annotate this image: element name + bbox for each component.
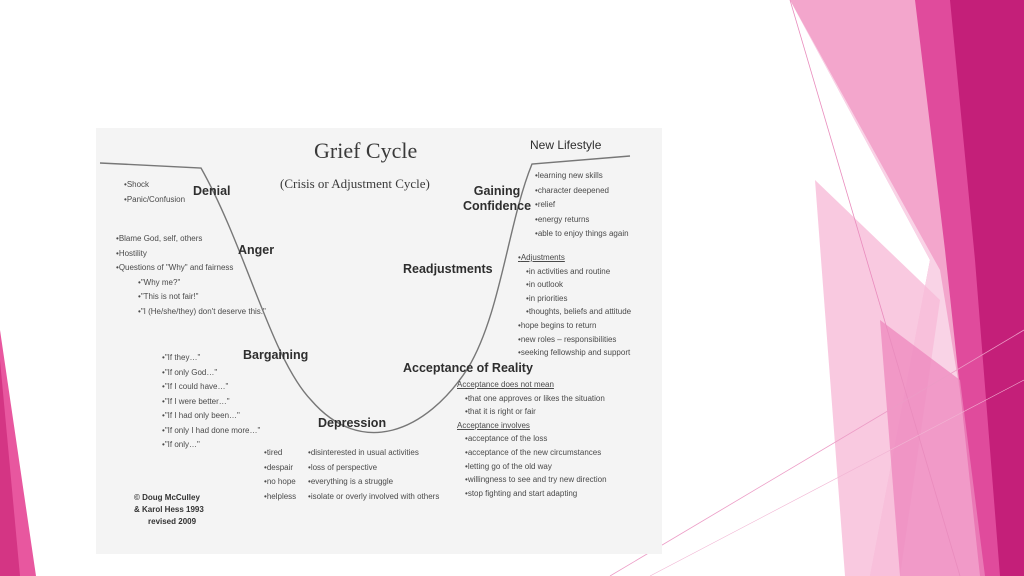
list-item: stop fighting and start adapting bbox=[457, 487, 607, 501]
list-item: in outlook bbox=[518, 278, 631, 292]
list-item: "This is not fair!" bbox=[116, 290, 266, 305]
list-item: seeking fellowship and support bbox=[518, 346, 631, 360]
list-item: "If I had only been…" bbox=[162, 409, 260, 424]
list-item: "If only I had done more…" bbox=[162, 424, 261, 439]
list-item: tired bbox=[264, 446, 296, 461]
list-item: letting go of the old way bbox=[457, 460, 607, 474]
list-item: Shock bbox=[124, 178, 185, 193]
bargaining-notes: "If they…" "If only God…" "If I could ha… bbox=[162, 351, 261, 453]
stage-new-lifestyle: New Lifestyle bbox=[530, 138, 602, 152]
list-item: acceptance of the new circumstances bbox=[457, 446, 607, 460]
list-item: that one approves or likes the situation bbox=[457, 392, 607, 406]
list-item: in priorities bbox=[518, 292, 631, 306]
list-item: "If only God…" bbox=[162, 366, 260, 381]
acceptance-involves: Acceptance involves bbox=[457, 420, 530, 430]
copyright-line: © Doug McCulley bbox=[134, 493, 200, 502]
list-item: able to enjoy things again bbox=[535, 227, 629, 242]
list-item: everything is a struggle bbox=[308, 475, 439, 490]
list-item: "If I were better…" bbox=[162, 395, 260, 410]
list-item: "Why me?" bbox=[116, 276, 266, 291]
list-item: character deepened bbox=[535, 184, 629, 199]
left-pink-stripe bbox=[0, 330, 36, 576]
list-item: Blame God, self, others bbox=[116, 232, 266, 247]
list-item: no hope bbox=[264, 475, 296, 490]
list-item: isolate or overly involved with others bbox=[308, 490, 440, 505]
list-item: relief bbox=[535, 198, 629, 213]
list-item: "If I could have…" bbox=[162, 380, 260, 395]
list-item: disinterested in usual activities bbox=[308, 446, 439, 461]
readjustment-notes: Adjustments in activities and routine in… bbox=[518, 251, 631, 360]
list-item: helpless bbox=[264, 490, 296, 505]
list-item: in activities and routine bbox=[518, 265, 631, 279]
list-item: "If only…" bbox=[162, 438, 260, 453]
depression-notes-right: disinterested in usual activities loss o… bbox=[308, 446, 440, 505]
acceptance-notes: Acceptance does not mean that one approv… bbox=[457, 378, 607, 500]
list-item: "If they…" bbox=[162, 351, 260, 366]
list-item: that it is right or fair bbox=[457, 405, 607, 419]
list-item: Panic/Confusion bbox=[124, 193, 185, 208]
stage-depression: Depression bbox=[318, 416, 387, 430]
list-item: loss of perspective bbox=[308, 461, 439, 476]
acceptance-does-not-mean: Acceptance does not mean bbox=[457, 380, 554, 389]
list-item: thoughts, beliefs and attitude bbox=[518, 305, 631, 319]
list-item: Hostility bbox=[116, 247, 266, 262]
list-item: despair bbox=[264, 461, 296, 476]
copyright-line: & Karol Hess 1993 bbox=[134, 505, 204, 514]
list-item: acceptance of the loss bbox=[457, 432, 607, 446]
stage-gaining-confidence: Gaining Confidence bbox=[462, 184, 532, 213]
list-item: learning new skills bbox=[535, 169, 629, 184]
stage-denial: Denial bbox=[193, 184, 231, 198]
anger-notes: Blame God, self, others Hostility Questi… bbox=[116, 232, 266, 319]
list-item: willingness to see and try new direction bbox=[457, 473, 607, 487]
grief-cycle-diagram: Grief Cycle (Crisis or Adjustment Cycle)… bbox=[96, 128, 662, 554]
list-item: energy returns bbox=[535, 213, 629, 228]
denial-notes: Shock Panic/Confusion bbox=[124, 178, 185, 207]
adjustments-heading: Adjustments bbox=[518, 251, 631, 265]
list-item: "I (He/she/they) don't deserve this." bbox=[116, 305, 266, 320]
stage-acceptance: Acceptance of Reality bbox=[403, 361, 533, 375]
copyright-line: revised 2009 bbox=[148, 517, 197, 526]
diagram-title: Grief Cycle bbox=[314, 138, 418, 163]
list-item: new roles – responsibilities bbox=[518, 333, 631, 347]
list-item: hope begins to return bbox=[518, 319, 631, 333]
copyright: © Doug McCulley & Karol Hess 1993 revise… bbox=[134, 492, 204, 528]
stage-readjustments: Readjustments bbox=[403, 262, 493, 276]
depression-notes-left: tired despair no hope helpless bbox=[264, 446, 296, 504]
list-item: Questions of "Why" and fairness bbox=[116, 261, 266, 276]
confidence-notes: learning new skills character deepened r… bbox=[535, 169, 629, 242]
diagram-subtitle: (Crisis or Adjustment Cycle) bbox=[280, 176, 430, 191]
